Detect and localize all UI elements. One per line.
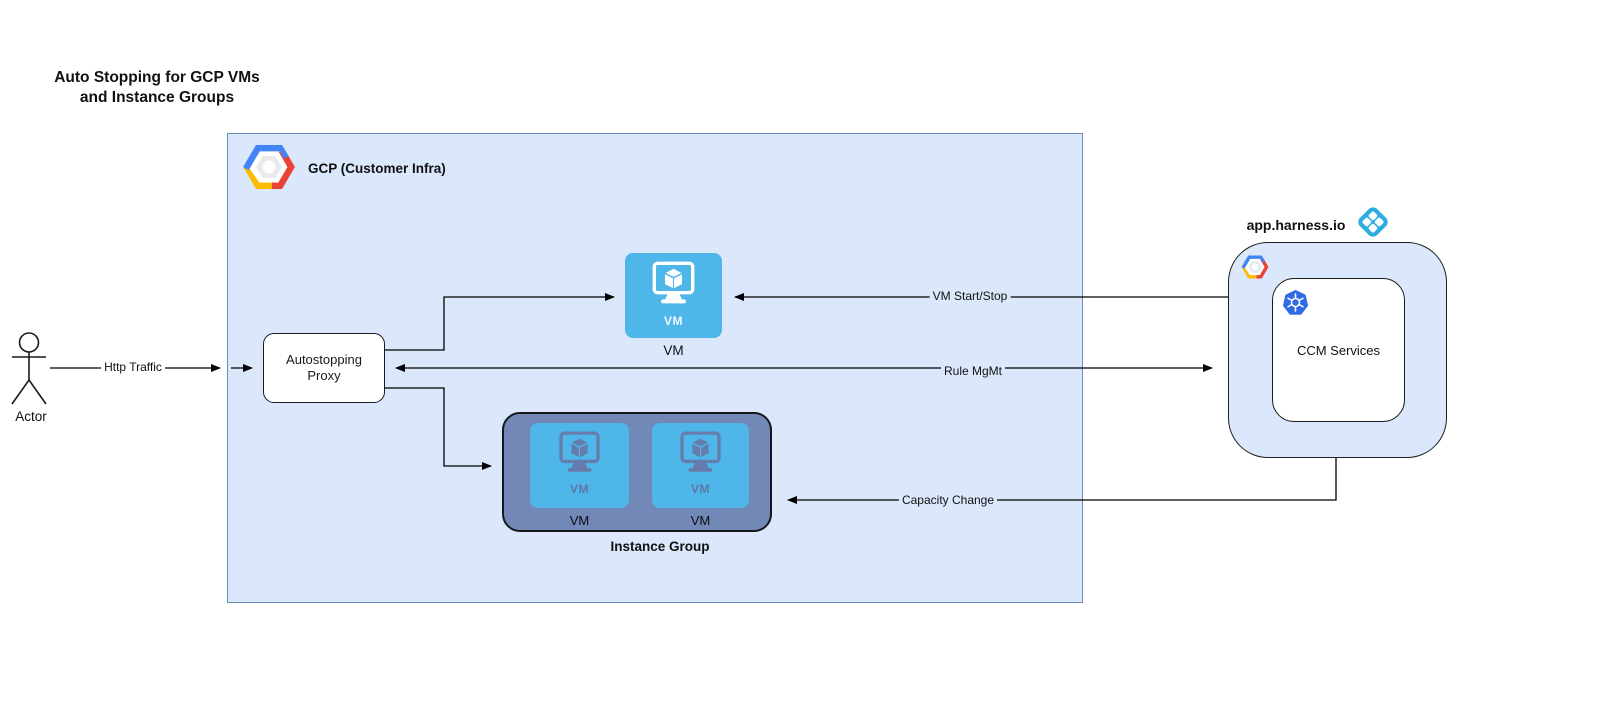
vm-tile-inner-label: VM	[664, 314, 683, 328]
vm-tile-inner-label: VM	[691, 482, 710, 496]
ccm-services-node: CCM Services	[1272, 278, 1405, 422]
instance-group-vm-node: VM	[530, 423, 629, 508]
vm-node: VM	[625, 253, 722, 338]
diagram-title: Auto Stopping for GCP VMs and Instance G…	[54, 69, 260, 106]
instance-group-vm-label: VM	[690, 513, 711, 528]
gcp-logo-icon	[240, 142, 298, 192]
autostopping-proxy-node: Autostopping Proxy	[263, 333, 385, 403]
autostopping-proxy-label: Autostopping Proxy	[286, 351, 362, 383]
instance-group-vm-label: VM	[569, 513, 590, 528]
gcp-container-title: GCP (Customer Infra)	[308, 161, 446, 176]
vm-monitor-icon	[673, 431, 728, 481]
kubernetes-icon	[1283, 290, 1308, 315]
vm-tile-inner-label: VM	[570, 482, 589, 496]
instance-group-vm-node: VM	[652, 423, 749, 508]
gcp-logo-icon	[1240, 254, 1270, 280]
instance-group-box: VM VM VM VM	[502, 412, 772, 532]
vm-monitor-icon	[645, 261, 702, 313]
ccm-services-label: CCM Services	[1296, 342, 1381, 358]
instance-group-label: Instance Group	[610, 539, 710, 554]
vm-monitor-icon	[552, 431, 607, 481]
harness-title: app.harness.io	[1246, 217, 1346, 233]
actor-label: Actor	[15, 409, 47, 424]
vm-node-label: VM	[663, 343, 684, 358]
http-traffic-edge-label: Http Traffic	[101, 360, 165, 374]
actor-figure-icon	[11, 332, 47, 405]
harness-logo-icon	[1354, 203, 1392, 241]
